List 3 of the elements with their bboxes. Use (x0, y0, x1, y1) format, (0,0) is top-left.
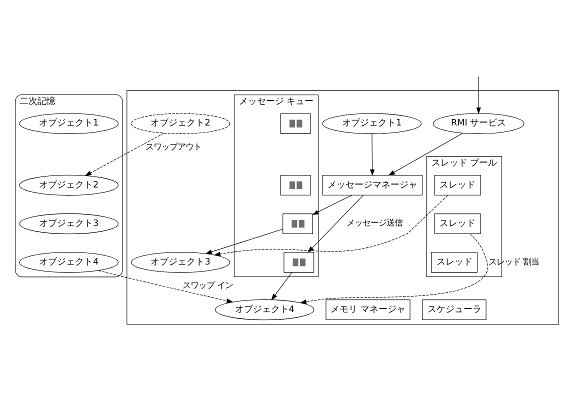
edge-label: スワップアウト (145, 141, 202, 152)
edge-label: スワップ イン (182, 280, 234, 290)
edge-label: メッセージ送信 (346, 218, 403, 228)
